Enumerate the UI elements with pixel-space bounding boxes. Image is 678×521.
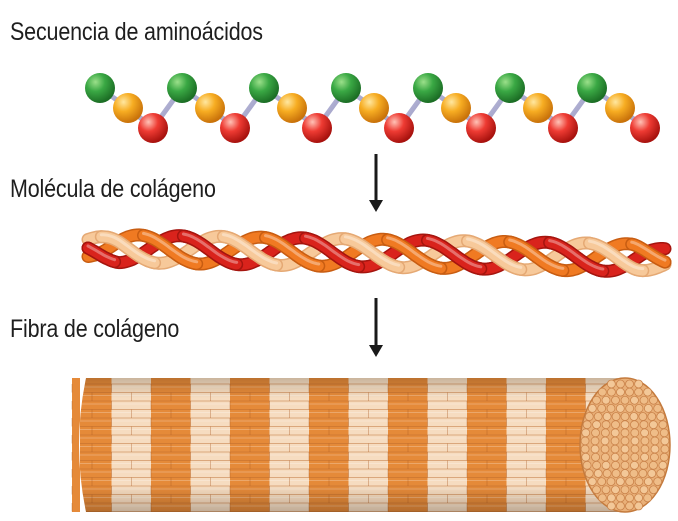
atom-yellow — [523, 93, 553, 123]
atom-yellow — [605, 93, 635, 123]
amino-acid-chain — [85, 73, 660, 143]
atom-red — [548, 113, 578, 143]
atom-green — [495, 73, 525, 103]
arrow-down-icon — [369, 298, 383, 357]
atom-red — [220, 113, 250, 143]
collagen-fiber-bundle — [72, 378, 670, 515]
atom-green — [85, 73, 115, 103]
atom-yellow — [441, 93, 471, 123]
atom-green — [413, 73, 443, 103]
atom-yellow — [195, 93, 225, 123]
atom-yellow — [277, 93, 307, 123]
arrow-down-icon — [369, 154, 383, 212]
collagen-triple-helix — [88, 233, 665, 271]
atom-yellow — [359, 93, 389, 123]
atom-red — [466, 113, 496, 143]
fiber-body — [72, 378, 626, 515]
atom-red — [630, 113, 660, 143]
atom-green — [577, 73, 607, 103]
atom-green — [249, 73, 279, 103]
atom-yellow — [113, 93, 143, 123]
atom-red — [384, 113, 414, 143]
fiber-cross-section — [580, 378, 670, 512]
atom-green — [167, 73, 197, 103]
atom-red — [138, 113, 168, 143]
atom-green — [331, 73, 361, 103]
atom-red — [302, 113, 332, 143]
